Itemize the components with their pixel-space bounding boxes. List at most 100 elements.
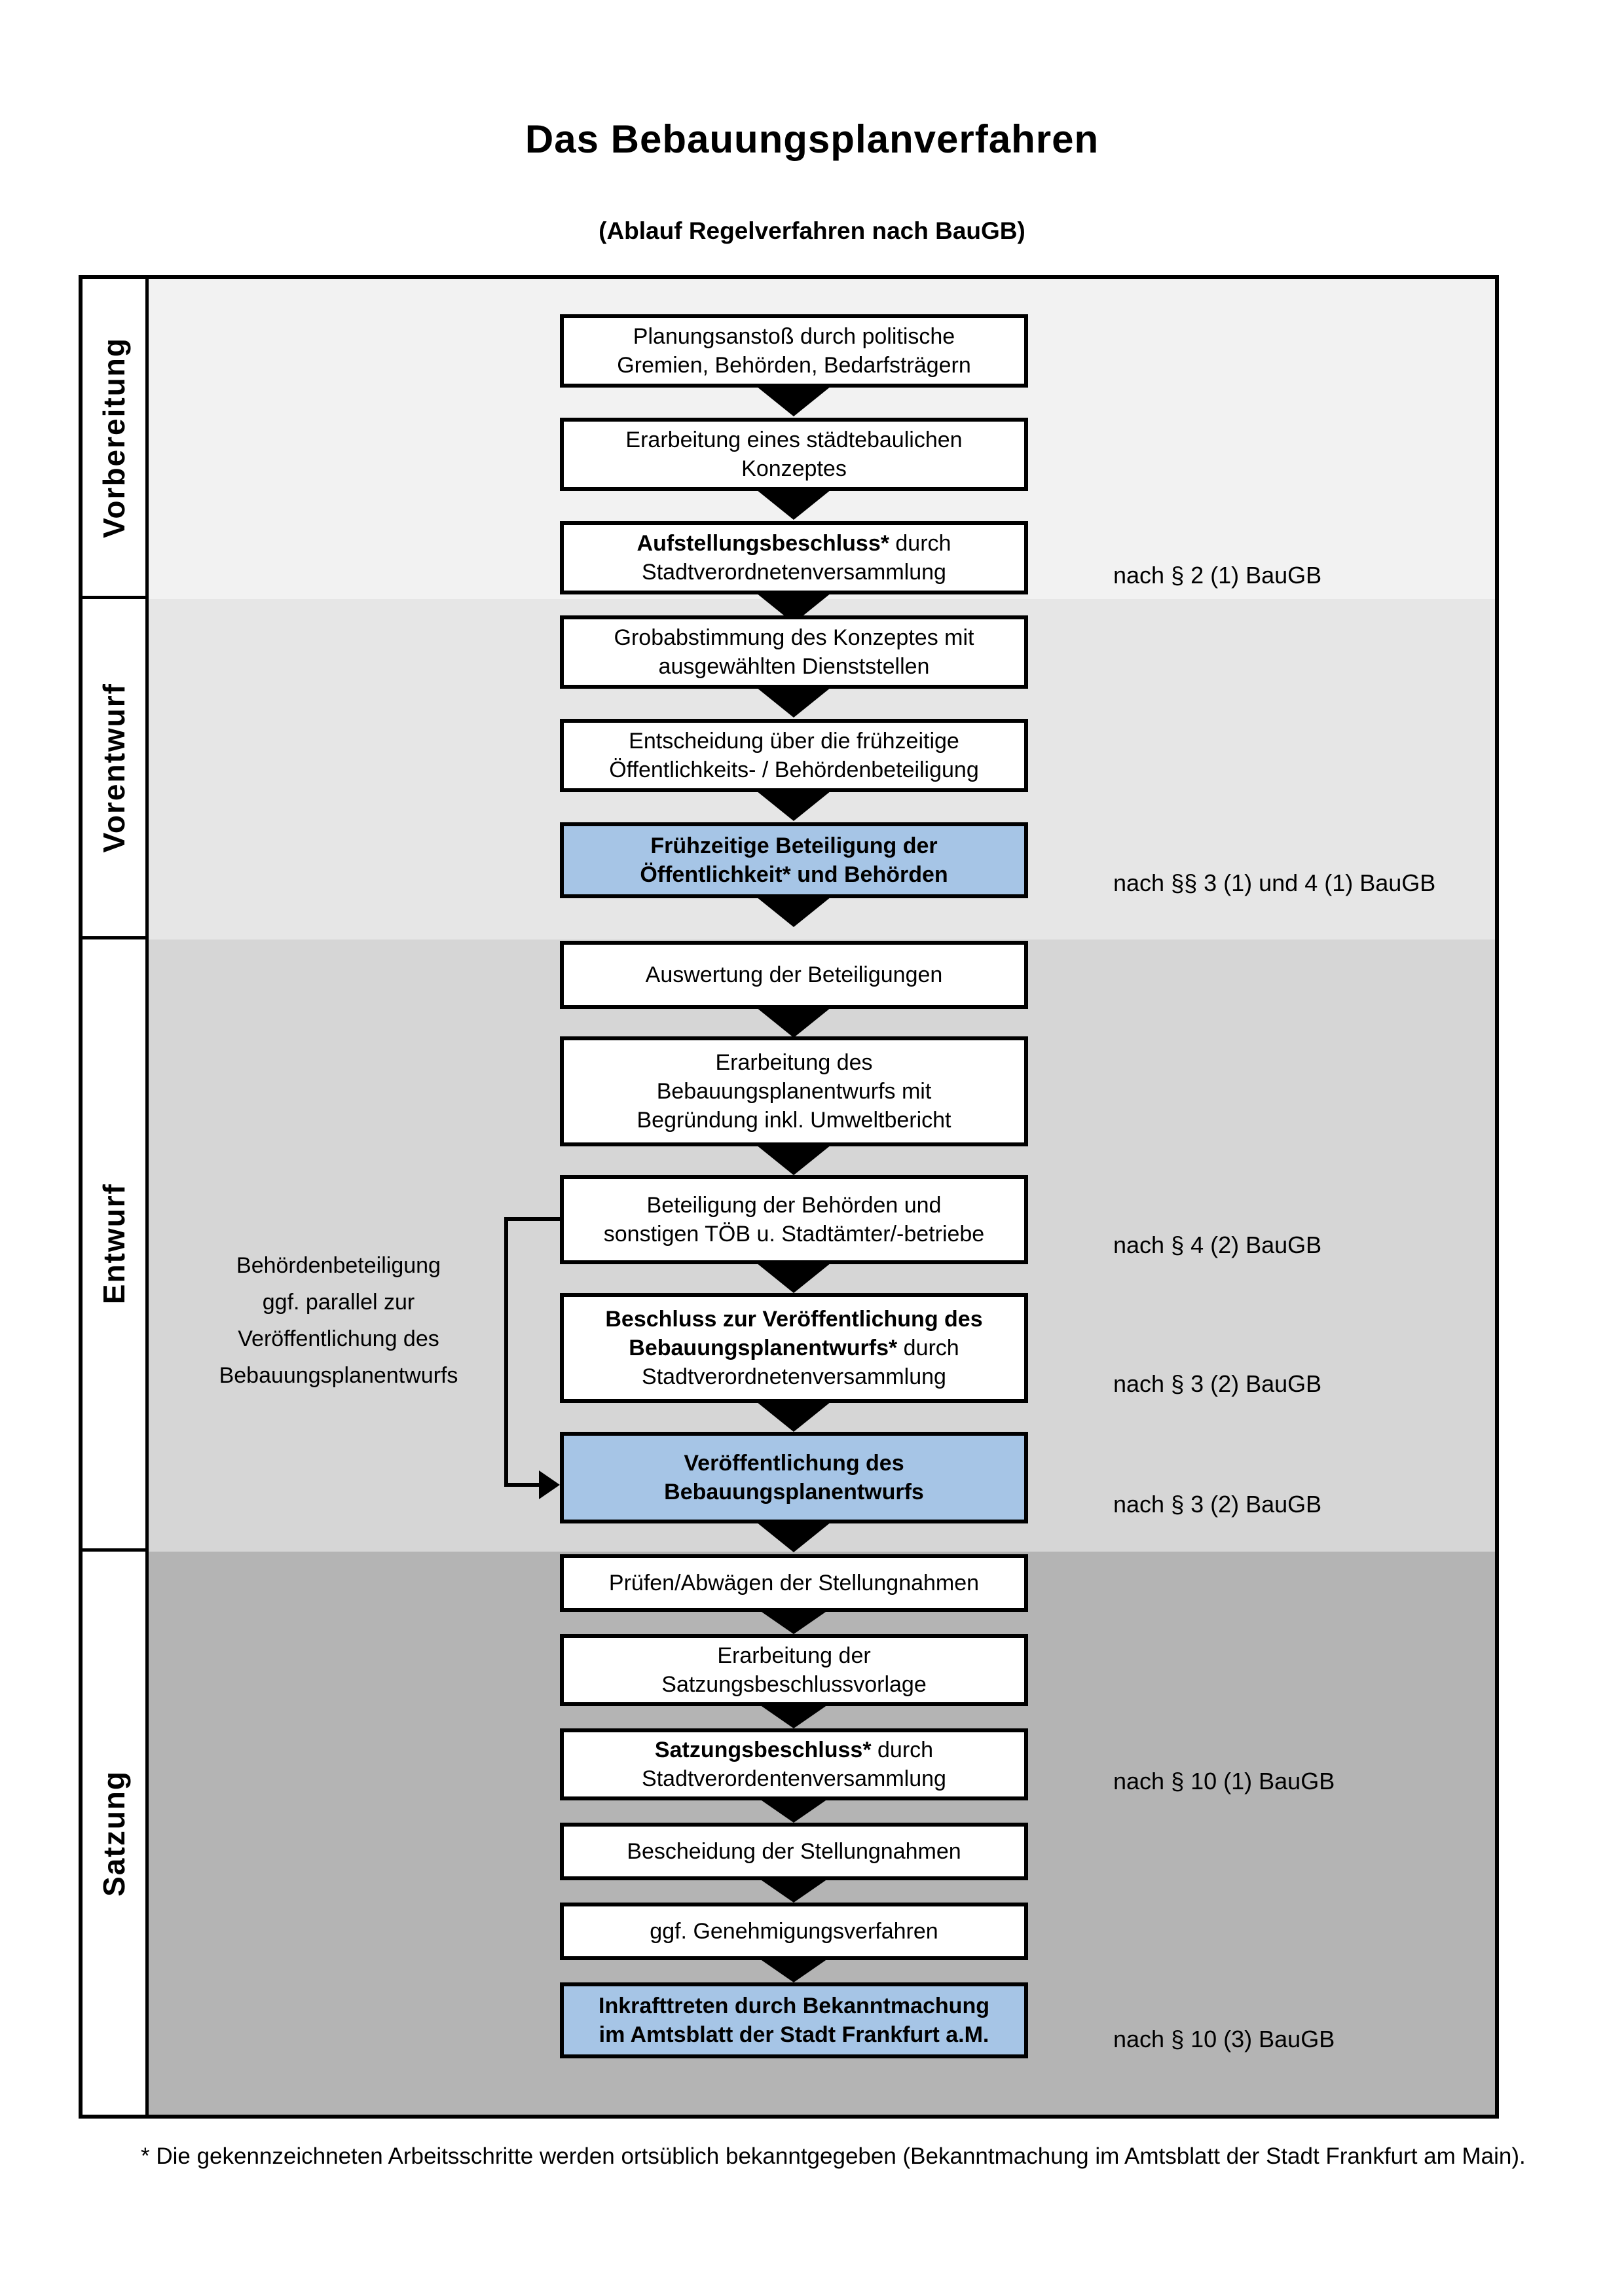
- box-line: Satzungsbeschluss* durch: [655, 1736, 933, 1764]
- page-title: Das Bebauungsplanverfahren: [525, 117, 1099, 161]
- flow-box-satzungsbeschluss: Satzungsbeschluss* durch Stadtverordente…: [560, 1728, 1028, 1800]
- flow-box-aufstellungsbeschluss: Aufstellungsbeschluss* durch Stadtverord…: [560, 521, 1028, 594]
- box-line: Stadtverordnetenversammlung: [642, 560, 946, 585]
- box-line: im Amtsblatt der Stadt Frankfurt a.M.: [599, 2022, 989, 2047]
- box-line: Erarbeitung des: [715, 1050, 873, 1075]
- box-line: Aufstellungsbeschluss* durch: [637, 529, 951, 558]
- box-line: Bescheidung der Stellungnahmen: [627, 1839, 961, 1864]
- flow-box-bescheidung-stellungnahmen: Bescheidung der Stellungnahmen: [560, 1823, 1028, 1880]
- box-line: Öffentlichkeit* und Behörden: [640, 862, 948, 887]
- legal-ref-paragraph-3-1-4-1: nach §§ 3 (1) und 4 (1) BauGB: [1113, 869, 1436, 896]
- flow-box-fruehzeitige-beteiligung: Frühzeitige Beteiligung der Öffentlichke…: [560, 822, 1028, 898]
- box-line: Stadtverordentenversammlung: [642, 1766, 946, 1791]
- flow-arrow-down-icon: [756, 687, 831, 718]
- flow-box-grobabstimmung: Grobabstimmung des Konzeptes mit ausgewä…: [560, 615, 1028, 689]
- box-line: Satzungsbeschlussvorlage: [661, 1672, 927, 1697]
- box-line-rest: durch: [871, 1738, 934, 1762]
- legal-ref-paragraph-4-2: nach § 4 (2) BauGB: [1113, 1231, 1322, 1258]
- box-line-bold: Aufstellungsbeschluss*: [637, 531, 889, 556]
- legal-ref-paragraph-2-1: nach § 2 (1) BauGB: [1113, 562, 1322, 589]
- section-rail-entwurf: Entwurf: [83, 939, 149, 1552]
- section-content-vorbereitung: Planungsanstoß durch politische Gremien,…: [149, 279, 1495, 623]
- box-line: Grobabstimmung des Konzeptes mit: [614, 625, 974, 650]
- box-line: ggf. Genehmigungsverfahren: [650, 1919, 938, 1944]
- section-vorentwurf: Vorentwurf Grobabstimmung des Konzeptes …: [83, 599, 1495, 939]
- box-line: Gremien, Behörden, Bedarfsträgern: [617, 353, 971, 378]
- box-line-bold: Bebauungsplanentwurfs*: [629, 1336, 898, 1360]
- box-line: Beschluss zur Veröffentlichung des: [605, 1305, 982, 1334]
- connector-line: [504, 1217, 508, 1487]
- connector-line: [504, 1217, 560, 1221]
- flow-arrow-down-icon: [756, 490, 831, 520]
- section-rail-vorbereitung: Vorbereitung: [83, 279, 149, 599]
- box-line: Entscheidung über die frühzeitige: [629, 729, 959, 754]
- flow-arrow-down-icon: [760, 1799, 828, 1823]
- flow-arrow-down-icon: [760, 1959, 828, 1982]
- box-line: Planungsanstoß durch politische: [633, 324, 955, 349]
- box-line: Frühzeitige Beteiligung der: [650, 833, 938, 858]
- flow-arrow-down-icon: [760, 1879, 828, 1903]
- flow-box-planungsanstoss: Planungsanstoß durch politische Gremien,…: [560, 314, 1028, 388]
- flow-arrow-down-icon: [756, 1522, 831, 1552]
- flow-box-veroeffentlichung-entwurf: Veröffentlichung des Bebauungsplanentwur…: [560, 1432, 1028, 1523]
- section-rail-satzung: Satzung: [83, 1552, 149, 2115]
- section-label-satzung: Satzung: [97, 1770, 131, 1897]
- box-line: Bebauungsplanentwurfs mit: [656, 1079, 932, 1104]
- box-line: Erarbeitung eines städtebaulichen: [625, 428, 963, 452]
- legal-ref-paragraph-3-2: nach § 3 (2) BauGB: [1113, 1370, 1322, 1397]
- flow-frame: Vorbereitung Planungsanstoß durch politi…: [79, 275, 1499, 2119]
- box-line: ausgewählten Dienststellen: [658, 654, 930, 679]
- box-line: Prüfen/Abwägen der Stellungnahmen: [608, 1571, 980, 1595]
- flow-arrow-down-icon: [760, 1611, 828, 1634]
- flow-arrow-down-icon: [756, 897, 831, 927]
- section-entwurf: Entwurf Auswertung der Beteiligungen Era…: [83, 939, 1495, 1552]
- flow-arrow-down-icon: [756, 1008, 831, 1038]
- section-rail-vorentwurf: Vorentwurf: [83, 599, 149, 939]
- flow-box-inkrafttreten: Inkrafttreten durch Bekanntmachung im Am…: [560, 1982, 1028, 2058]
- connector-line: [504, 1483, 539, 1487]
- flow-box-staedtebauliches-konzept: Erarbeitung eines städtebaulichen Konzep…: [560, 418, 1028, 491]
- flow-box-erarbeitung-bebauungsplanentwurf: Erarbeitung des Bebauungsplanentwurfs mi…: [560, 1036, 1028, 1146]
- box-line-rest: durch: [897, 1336, 959, 1360]
- box-line: Stadtverordnetenversammlung: [642, 1364, 946, 1389]
- box-line: Bebauungsplanentwurfs: [664, 1480, 924, 1504]
- box-line: Auswertung der Beteiligungen: [645, 962, 943, 987]
- box-line: Beteiligung der Behörden und: [646, 1193, 942, 1218]
- side-note-line: Veröffentlichung des: [238, 1326, 439, 1351]
- flow-box-auswertung-beteiligungen: Auswertung der Beteiligungen: [560, 941, 1028, 1009]
- box-line: Konzeptes: [741, 456, 847, 481]
- section-label-vorbereitung: Vorbereitung: [97, 337, 131, 538]
- section-content-entwurf: Auswertung der Beteiligungen Erarbeitung…: [149, 939, 1495, 1552]
- box-line: Veröffentlichung des: [684, 1451, 904, 1476]
- side-note-behoerdenbeteiligung: Behördenbeteiligung ggf. parallel zur Ve…: [204, 1247, 473, 1394]
- legal-ref-paragraph-10-3: nach § 10 (3) BauGB: [1113, 2026, 1335, 2052]
- flow-box-beschluss-veroeffentlichung: Beschluss zur Veröffentlichung des Bebau…: [560, 1293, 1028, 1403]
- side-note-line: Behördenbeteiligung: [236, 1253, 441, 1278]
- box-line: sonstigen TÖB u. Stadtämter/-betriebe: [603, 1222, 985, 1247]
- flow-arrow-down-icon: [756, 1145, 831, 1175]
- flow-arrow-down-icon: [760, 1705, 828, 1728]
- legal-ref-paragraph-3-2b: nach § 3 (2) BauGB: [1113, 1491, 1322, 1518]
- box-line-bold: Inkrafttreten: [599, 1994, 729, 2018]
- section-label-entwurf: Entwurf: [97, 1183, 131, 1305]
- box-line-bold: Beschluss zur Veröffentlichung des: [605, 1307, 983, 1332]
- box-line-rest: durch Bekanntmachung: [728, 1994, 989, 2018]
- legal-ref-paragraph-10-1: nach § 10 (1) BauGB: [1113, 1768, 1335, 1795]
- box-line-bold: Satzungsbeschluss*: [654, 1738, 872, 1762]
- box-line: Bebauungsplanentwurfs* durch: [629, 1334, 959, 1362]
- box-line: Inkrafttreten durch Bekanntmachung: [599, 1992, 989, 2020]
- box-line: Öffentlichkeits- / Behördenbeteiligung: [609, 757, 979, 782]
- flow-box-satzungsbeschlussvorlage: Erarbeitung der Satzungsbeschlussvorlage: [560, 1634, 1028, 1706]
- box-line: Erarbeitung der: [717, 1643, 871, 1668]
- connector-arrow-right-icon: [539, 1470, 560, 1499]
- flow-box-genehmigungsverfahren: ggf. Genehmigungsverfahren: [560, 1903, 1028, 1960]
- side-note-line: ggf. parallel zur: [262, 1290, 415, 1315]
- flow-arrow-down-icon: [756, 1263, 831, 1293]
- flow-arrow-down-icon: [756, 1402, 831, 1432]
- section-vorbereitung: Vorbereitung Planungsanstoß durch politi…: [83, 279, 1495, 623]
- flow-box-beteiligung-behoerden-toeb: Beteiligung der Behörden und sonstigen T…: [560, 1175, 1028, 1264]
- section-satzung: Satzung Prüfen/Abwägen der Stellungnahme…: [83, 1552, 1495, 2115]
- flow-arrow-down-icon: [756, 386, 831, 416]
- footnote-asterisk: * Die gekennzeichneten Arbeitsschritte w…: [141, 2143, 1526, 2169]
